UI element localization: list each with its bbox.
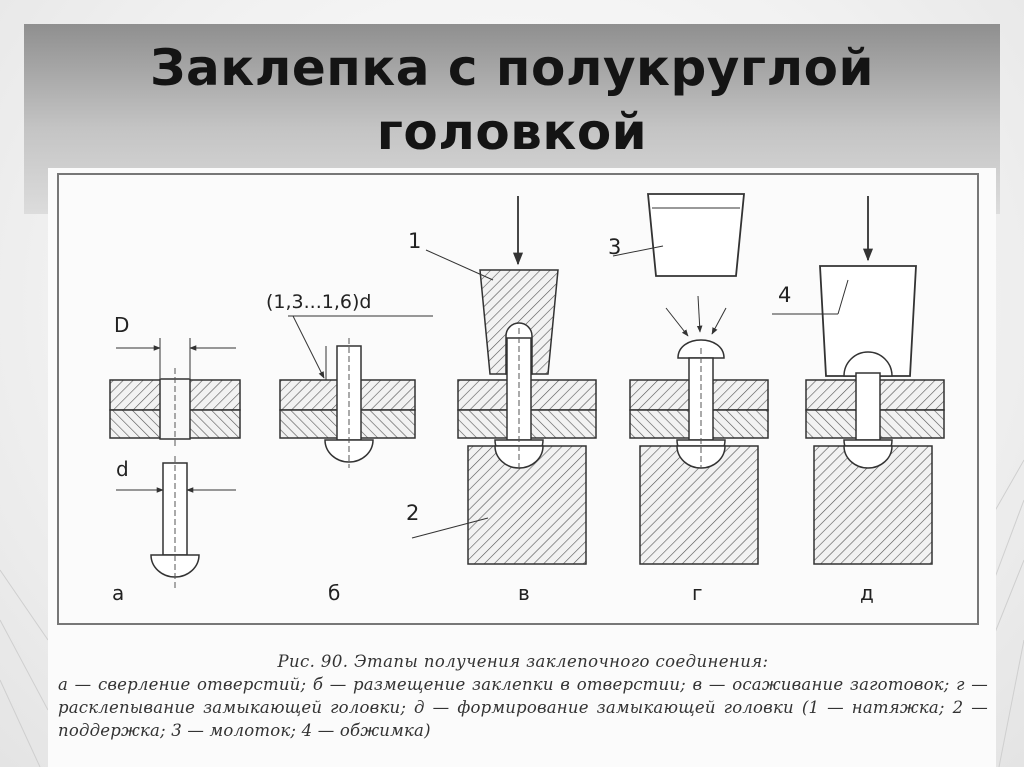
callout-1: 1: [408, 229, 421, 253]
hammer-3: [647, 193, 745, 277]
callout-4: 4: [778, 283, 791, 307]
stage-a: D d а: [109, 313, 241, 605]
rivet-stages-diagram: D d а (1,3...1,6)d б 1 2: [57, 173, 979, 625]
slide-title-line1: Заклепка с полукруглой: [150, 39, 874, 97]
dim-d-label: d: [116, 457, 129, 481]
stage-label-d: д: [860, 581, 874, 605]
rivet-shank-d: [855, 372, 881, 441]
caption-head: Рис. 90. Этапы получения заклепочного со…: [277, 652, 769, 671]
dim-ratio-label: (1,3...1,6)d: [266, 291, 371, 313]
dim-D-label: D: [114, 313, 129, 337]
stage-v: 1 2 в: [406, 196, 597, 605]
stage-b: (1,3...1,6)d б: [266, 291, 433, 605]
decorative-lines-right: [984, 459, 1024, 767]
stage-g: 3 г: [608, 193, 769, 605]
slide-title: Заклепка с полукруглой головкой: [24, 36, 1000, 164]
rivet-shank-v: [506, 337, 532, 441]
figure-caption: Рис. 90. Этапы получения заклепочного со…: [58, 650, 988, 742]
stage-label-g: г: [692, 581, 703, 605]
callout-2: 2: [406, 501, 419, 525]
stage-label-a: а: [112, 581, 124, 605]
slide-title-line2: головкой: [376, 103, 648, 161]
stage-label-v: в: [518, 581, 530, 605]
figure-panel: D d а (1,3...1,6)d б 1 2: [48, 168, 996, 767]
figure-frame: [57, 173, 979, 625]
callout-3: 3: [608, 235, 621, 259]
decorative-lines-left: [0, 569, 48, 767]
draw-tool-1: [479, 269, 559, 375]
caption-body: а — сверление отверстий; б — размещение …: [58, 675, 988, 740]
stage-label-b: б: [328, 581, 340, 605]
stage-d: 4 д: [772, 196, 945, 605]
